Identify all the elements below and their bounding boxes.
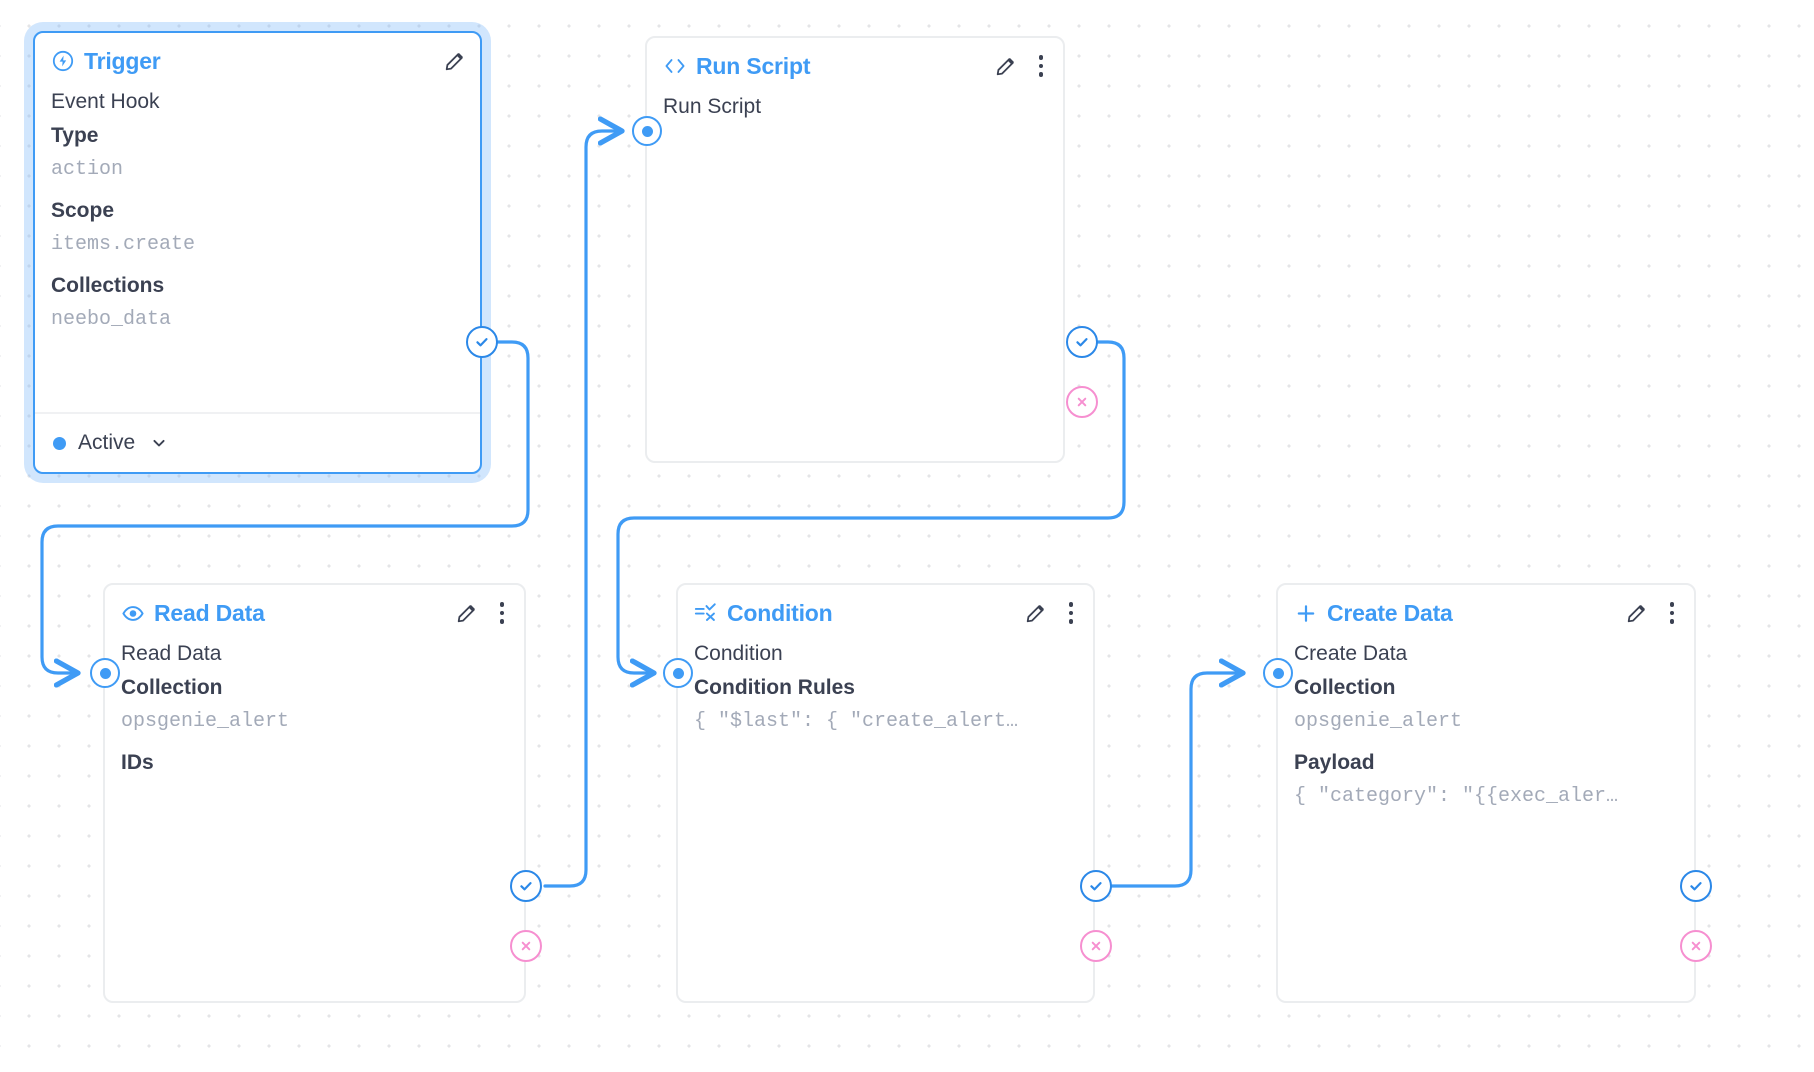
node-condition-title: Condition [727,599,833,626]
field-label: Condition [694,642,783,665]
port-success-condition[interactable] [1080,870,1112,902]
node-read-data-header: Read Data [105,585,524,631]
node-run-script-actions[interactable] [992,52,1050,80]
port-input-condition[interactable] [663,658,693,688]
node-condition-title-group: Condition [694,600,833,627]
port-error-run-script[interactable] [1066,386,1098,418]
edit-icon[interactable] [992,52,1018,80]
node-run-script-body: Run Script [647,84,1063,138]
node-condition-body: Condition Condition Rules { "$last": { "… [678,631,1093,752]
node-read-data[interactable]: Read Data Read Data Collection opsgenie_… [103,583,526,1003]
field-value: opsgenie_alert [121,710,290,733]
port-error-condition[interactable] [1080,930,1112,962]
eye-icon [121,601,145,625]
node-condition-header: Condition [678,585,1093,631]
field-label: Scope [51,199,115,222]
node-trigger[interactable]: Trigger Event Hook Type action Scope ite… [33,31,482,474]
more-options-icon[interactable] [1032,52,1050,80]
node-trigger-header: Trigger [35,33,480,79]
node-create-data[interactable]: Create Data Create Data Collection opsge… [1276,583,1696,1003]
port-success-trigger[interactable] [466,326,498,358]
field-value: neebo_data [51,308,172,331]
port-input-read-data[interactable] [90,658,120,688]
port-input-run-script[interactable] [632,116,662,146]
status-badge: Active [78,431,136,454]
node-create-data-actions[interactable] [1623,599,1681,627]
plus-icon [1294,601,1318,625]
node-create-data-header: Create Data [1278,585,1694,631]
field-label: Create Data [1294,642,1408,665]
port-error-create-data[interactable] [1680,930,1712,962]
port-error-read-data[interactable] [510,930,542,962]
port-success-run-script[interactable] [1066,326,1098,358]
field-label: Type [51,124,99,147]
edge-condition-to-create-data [1108,673,1243,888]
more-options-icon[interactable] [1062,599,1080,627]
node-condition-actions[interactable] [1022,599,1080,627]
node-create-data-title: Create Data [1327,599,1453,626]
node-trigger-title-group: Trigger [51,48,161,75]
field-value: { "category": "{{exec_aler… [1294,785,1619,808]
port-success-create-data[interactable] [1680,870,1712,902]
node-trigger-body: Event Hook Type action Scope items.creat… [35,79,480,350]
node-create-data-body: Create Data Collection opsgenie_alert Pa… [1278,631,1694,827]
node-read-data-body: Read Data Collection opsgenie_alert IDs [105,631,524,794]
field-label: Event Hook [51,90,160,113]
port-success-read-data[interactable] [510,870,542,902]
status-dot-icon [53,436,66,450]
status-dropdown[interactable]: Active [53,431,169,455]
condition-branch-icon [694,601,718,625]
node-read-data-title-group: Read Data [121,600,265,627]
chevron-down-icon[interactable] [149,433,169,453]
node-run-script-header: Run Script [647,38,1063,84]
edit-icon[interactable] [441,47,467,75]
edit-icon[interactable] [453,599,479,627]
field-value: opsgenie_alert [1294,710,1463,733]
edit-icon[interactable] [1022,599,1048,627]
node-create-data-title-group: Create Data [1294,600,1453,627]
node-read-data-title: Read Data [154,599,265,626]
node-condition[interactable]: Condition Condition Condition Rules { "$… [676,583,1095,1003]
node-run-script-title: Run Script [696,52,811,79]
field-label: Payload [1294,751,1375,774]
field-label: Run Script [663,95,762,118]
node-run-script[interactable]: Run Script Run Script [645,36,1065,463]
bolt-circle-icon [51,49,75,73]
node-read-data-actions[interactable] [453,599,511,627]
field-label: Collection [121,676,223,699]
node-run-script-title-group: Run Script [663,53,810,80]
node-trigger-footer: Active [35,412,480,472]
field-label: IDs [121,751,154,774]
node-trigger-title: Trigger [84,47,161,74]
field-label: Condition Rules [694,676,855,699]
edit-icon[interactable] [1623,599,1649,627]
field-label: Collection [1294,676,1396,699]
edge-read-data-to-run-script [543,131,622,888]
field-value: action [51,158,124,181]
field-label: Read Data [121,642,222,665]
more-options-icon[interactable] [493,599,511,627]
node-trigger-actions[interactable] [441,47,467,75]
more-options-icon[interactable] [1663,599,1681,627]
field-value: { "$last": { "create_alert… [694,710,1019,733]
field-label: Collections [51,274,165,297]
field-value: items.create [51,233,196,256]
port-input-create-data[interactable] [1263,658,1293,688]
code-brackets-icon [663,54,687,78]
